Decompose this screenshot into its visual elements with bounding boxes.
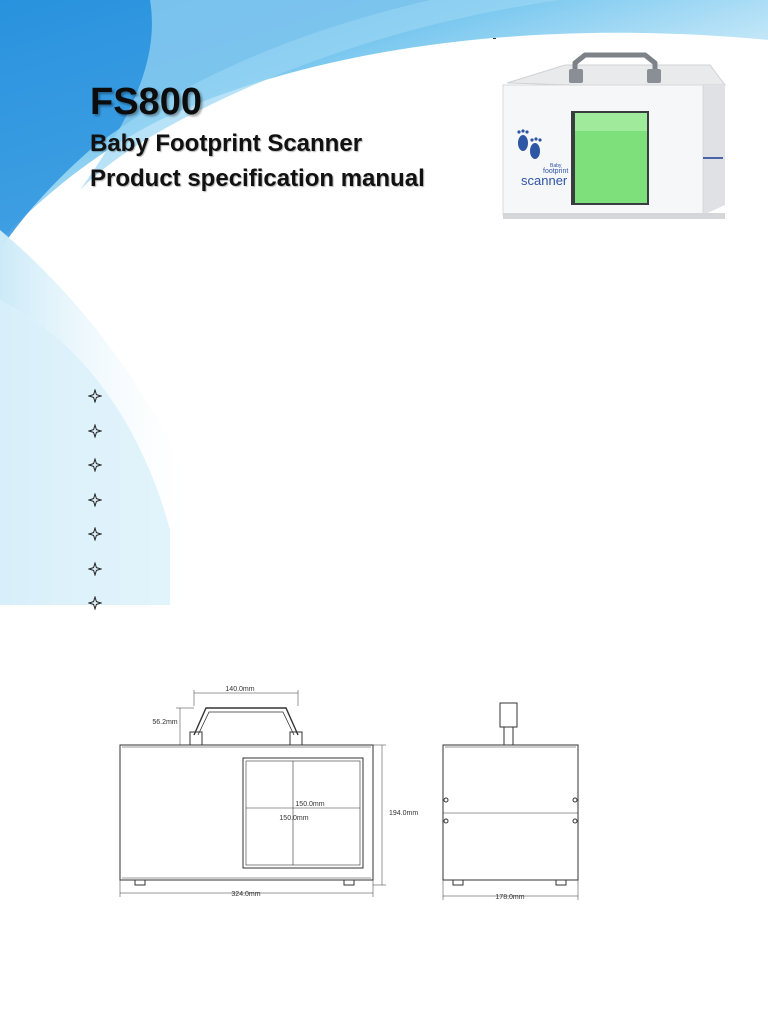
dim-total-width: 324.0mm [231,891,260,898]
small-dash [493,38,496,39]
diamond-star-icon [88,423,102,438]
subtitle-line-2: Product specification manual [90,165,425,192]
front-body-outline [119,744,374,881]
list-item [88,523,112,558]
side-body-outline [442,744,579,881]
diamond-star-icon [88,492,102,507]
title-block: FS800 Baby Footprint Scanner Product spe… [90,80,425,194]
dim-total-height: 194.0mm [389,810,418,817]
diamond-star-icon [88,458,102,473]
technical-drawing: 140.0mm 56.2mm 150.0mm 150.0mm 194.0mm 3… [119,686,579,901]
brand-small: Baby [550,163,562,169]
subtitle-line-1: Baby Footprint Scanner [90,130,363,157]
front-window [242,757,364,869]
model-title: FS800 [90,81,202,123]
list-item [88,454,112,489]
brand-large: scanner [521,173,568,188]
list-item [88,558,112,593]
diamond-star-icon [88,596,102,611]
dim-window-width: 150.0mm [295,801,324,808]
diamond-star-icon [88,527,102,542]
list-item [88,592,112,627]
dim-depth: 178.0mm [495,894,524,901]
list-item [88,420,112,455]
dim-handle-height: 56.2mm [152,719,177,726]
list-item [88,489,112,524]
diamond-star-icon [88,389,102,404]
footprint-logo-icon [517,129,542,159]
brand-mid: footprint [543,168,568,175]
list-item [88,385,112,420]
dim-handle-width: 140.0mm [225,686,254,693]
product-photo: Baby footprint scanner [495,45,733,235]
front-handle [193,707,299,736]
dim-window-height: 150.0mm [279,815,308,822]
feature-list [88,385,112,627]
diamond-star-icon [88,561,102,576]
side-handle [499,702,518,728]
